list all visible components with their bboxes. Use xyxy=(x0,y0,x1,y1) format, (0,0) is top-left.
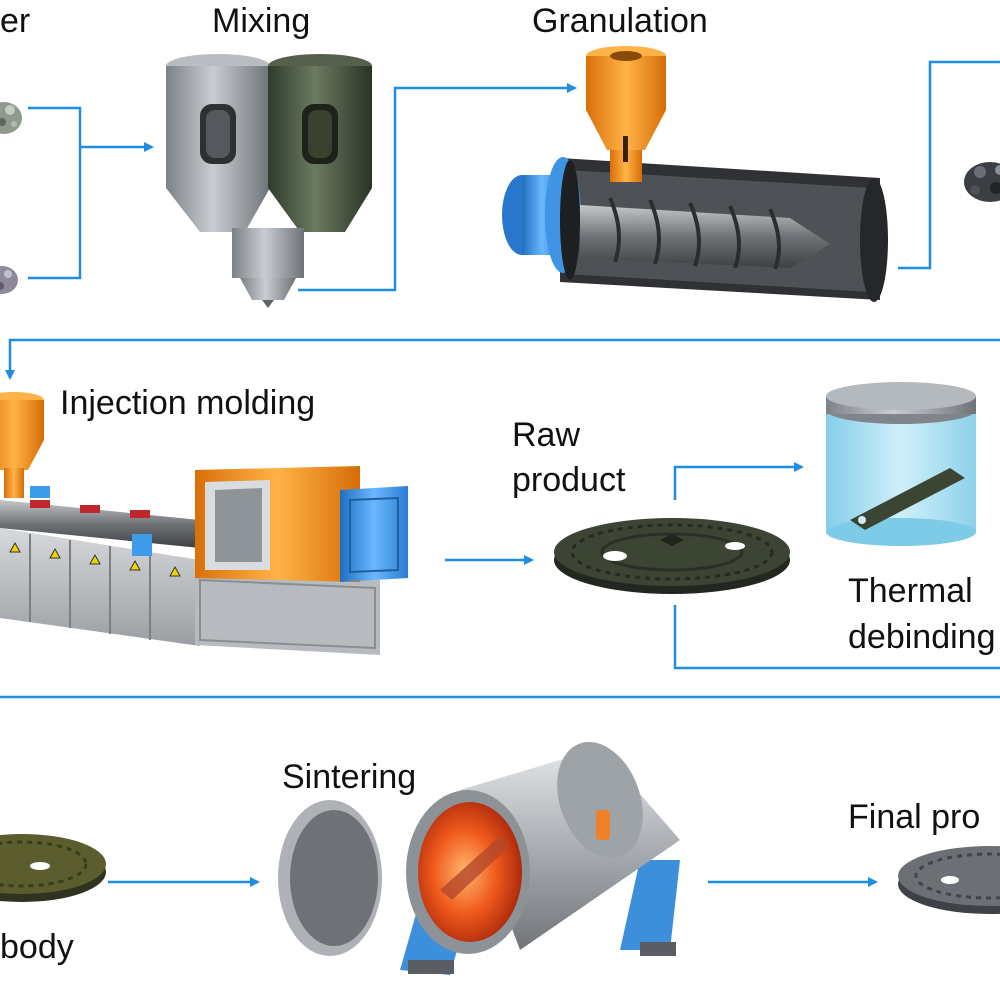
injection-molding-machine-icon xyxy=(0,392,408,655)
arrow-raw-to-thermal xyxy=(673,462,804,500)
label-raw-product-line2: product xyxy=(512,461,626,499)
flow-arrows xyxy=(0,60,1000,887)
label-mixing: Mixing xyxy=(212,2,311,40)
arrow-mixing-to-granulation xyxy=(298,83,577,292)
line-row1-to-row2 xyxy=(5,338,1000,380)
line-raw-to-right xyxy=(673,605,1000,670)
label-powder: er xyxy=(0,2,31,40)
powder-pile-icon xyxy=(964,162,1000,202)
label-injection-molding: Injection molding xyxy=(60,384,316,422)
perforated-disc-part-icon xyxy=(554,518,790,594)
perforated-disc-part-icon xyxy=(898,846,1000,914)
label-final-product: Final pro xyxy=(848,798,981,836)
label-thermal-line1: Thermal xyxy=(848,572,973,610)
arrow-powder-to-mixing xyxy=(28,106,152,280)
label-raw-product-line1: Raw xyxy=(512,416,581,454)
solvent-jar-icon xyxy=(826,382,976,546)
powder-pile-icon xyxy=(0,102,22,134)
perforated-disc-part-icon xyxy=(0,834,106,902)
screw-extruder-icon xyxy=(502,46,888,302)
sintering-furnace-icon xyxy=(278,741,680,975)
label-body: body xyxy=(0,928,74,966)
twin-hopper-mixer-icon xyxy=(166,54,372,308)
label-thermal-line2: debinding xyxy=(848,618,996,656)
powder-pile-icon xyxy=(0,266,18,294)
label-sintering: Sintering xyxy=(282,758,417,796)
label-granulation: Granulation xyxy=(532,2,708,40)
arrow-granulation-to-feedstock xyxy=(898,60,1000,270)
